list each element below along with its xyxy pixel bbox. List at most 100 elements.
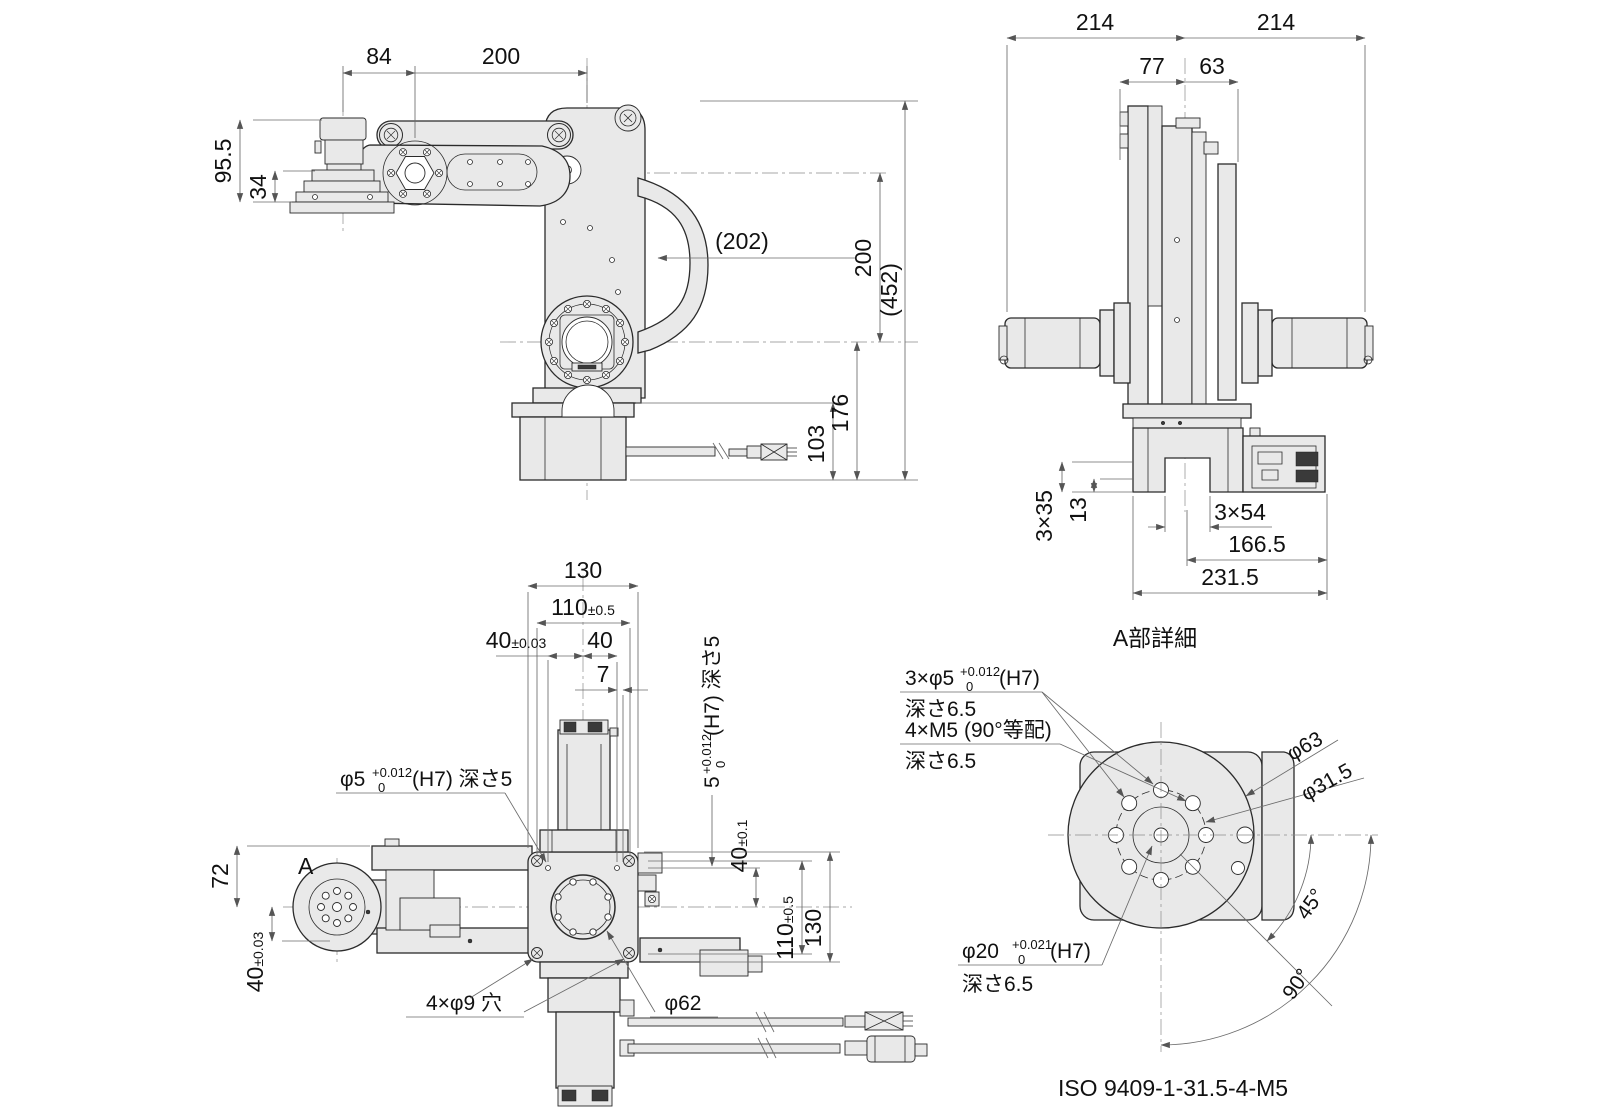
handle-link	[637, 177, 709, 354]
dim-202: (202)	[715, 228, 769, 254]
dim-63: 63	[1199, 53, 1225, 79]
pin-hole-tol-dn: 0	[378, 780, 385, 795]
dim-110-right-tol: ±0.5	[780, 896, 796, 923]
dim-40-top: 40	[587, 627, 613, 653]
dim-110-right: 110±0.5	[772, 896, 798, 960]
side-view: 84 200 95.5 34 (202) 200 (452) 176 103	[210, 43, 918, 500]
dowel-base: 3×φ5	[905, 667, 954, 690]
tool-flange-top	[292, 862, 382, 952]
dim-3x54: 3×54	[1214, 499, 1266, 525]
dim-200-top: 200	[482, 43, 520, 69]
dim-95-5: 95.5	[210, 139, 236, 184]
front-plate-right	[1217, 163, 1237, 401]
dim-34: 34	[245, 174, 271, 200]
shoulder-flange	[540, 295, 634, 389]
front-view-dimensions: 214 214 77 63 3×35 13 3×54 166.5 231.	[1006, 9, 1366, 600]
detail-view-a: A部詳細 3×φ5 +0.012 0	[900, 625, 1378, 1101]
dim-40-left-tol: ±0.03	[250, 932, 266, 967]
label-d62: φ62	[606, 930, 718, 1018]
dim-40-right-main: 40	[726, 847, 752, 873]
front-view: 214 214 77 63 3×35 13 3×54 166.5 231.	[998, 9, 1374, 600]
label-pin-hole-side: 5 +0.012 0 (H7) 深さ5	[699, 636, 728, 788]
dim-103: 103	[803, 425, 829, 463]
top-pivot	[614, 104, 642, 132]
label-detail-a: A	[298, 853, 314, 879]
angle-90: 90°	[1278, 965, 1315, 1004]
robot-side-body	[289, 104, 797, 481]
iso-flange-note: ISO 9409-1-31.5-4-M5	[1058, 1075, 1288, 1101]
dim-130-right: 130	[800, 909, 826, 947]
label-dowel-holes: 3×φ5 +0.012 0 (H7) 深さ6.5	[900, 664, 1154, 798]
central-body-top	[527, 851, 639, 963]
upper-motor-top	[539, 719, 629, 853]
pin-hole-side-tol-dn: 0	[713, 761, 728, 768]
bore-tol-dn: 0	[1018, 952, 1025, 967]
base-side	[511, 384, 642, 481]
tap-line1: 4×M5 (90°等配)	[905, 719, 1052, 742]
dim-214-right: 214	[1257, 9, 1296, 35]
dim-110-top: 110±0.5	[551, 594, 615, 620]
robot-front-body	[998, 105, 1374, 493]
label-tap-holes: 4×M5 (90°等配) 深さ6.5	[900, 719, 1187, 802]
dim-40-offset-main: 40	[486, 627, 512, 653]
dim-214-left: 214	[1076, 9, 1115, 35]
front-plate-left	[1127, 105, 1149, 407]
dim-166-5: 166.5	[1228, 531, 1286, 557]
dim-176: 176	[827, 394, 853, 432]
dim-40-offset-tol: ±0.03	[511, 635, 546, 651]
dowel-tol-up: +0.012	[960, 664, 1000, 679]
tap-depth: 深さ6.5	[905, 750, 976, 773]
base-cable	[625, 442, 797, 461]
dim-130-top: 130	[564, 557, 602, 583]
dim-231-5: 231.5	[1201, 564, 1259, 590]
link-boss-left	[379, 123, 403, 147]
label-center-bore: φ20 +0.021 0 (H7) 深さ6.5	[958, 845, 1153, 996]
left-motor	[998, 302, 1131, 384]
top-view-dimensions: 130 110±0.5 40±0.03 40 7 72 40±0.03 5 +0…	[207, 557, 840, 1018]
base-front	[1122, 403, 1326, 493]
cables-top	[627, 1011, 928, 1063]
dim-110-top-tol: ±0.5	[588, 602, 615, 618]
end-effector-side	[289, 117, 395, 214]
pin-hole-side-base: 5	[701, 776, 724, 788]
bore-tol-up: +0.021	[1012, 937, 1052, 952]
dim-72: 72	[207, 863, 233, 889]
link-boss-right	[547, 123, 571, 147]
dim-40-left: 40±0.03	[242, 932, 268, 993]
mount-holes-text: 4×φ9 穴	[426, 992, 502, 1015]
pin-hole-tol-up: +0.012	[372, 765, 412, 780]
top-arm-upper	[371, 845, 533, 871]
top-view: 130 110±0.5 40±0.03 40 7 72 40±0.03 5 +0…	[207, 557, 928, 1108]
dim-40-offset: 40±0.03	[486, 627, 547, 653]
label-pin-hole: φ5 +0.012 0 (H7) 深さ5	[336, 765, 547, 863]
pin-hole-side-suffix: (H7) 深さ5	[701, 636, 724, 736]
dim-40-right-tol: ±0.1	[734, 819, 750, 846]
dim-40-right: 40±0.1	[726, 819, 752, 872]
dowel-tol-dn: 0	[966, 679, 973, 694]
dim-452: (452)	[876, 263, 902, 317]
dim-7: 7	[597, 661, 610, 687]
bore-suffix: (H7)	[1050, 940, 1091, 963]
pin-hole-suffix: (H7) 深さ5	[412, 768, 512, 791]
angle-45: 45°	[1292, 885, 1329, 924]
dim-110-right-main: 110	[772, 923, 798, 960]
d62-text: φ62	[665, 992, 702, 1015]
right-motor	[1241, 302, 1374, 384]
dim-200-right: 200	[850, 239, 876, 277]
side-view-dimensions: 84 200 95.5 34 (202) 200 (452) 176 103	[210, 43, 918, 481]
dim-3x35: 3×35	[1031, 490, 1057, 542]
dowel-depth: 深さ6.5	[905, 698, 976, 721]
dim-13: 13	[1065, 497, 1091, 523]
dim-40-left-main: 40	[242, 967, 268, 993]
dim-84: 84	[366, 43, 392, 69]
label-mount-holes: 4×φ9 穴	[406, 958, 625, 1018]
front-column	[1161, 125, 1193, 423]
detail-title: A部詳細	[1113, 625, 1197, 651]
pin-hole-base: φ5	[340, 768, 365, 791]
lower-motor-top	[539, 961, 635, 1107]
dim-110-top-main: 110	[551, 594, 588, 620]
bore-base: φ20	[962, 940, 999, 963]
bore-depth: 深さ6.5	[962, 973, 1033, 996]
